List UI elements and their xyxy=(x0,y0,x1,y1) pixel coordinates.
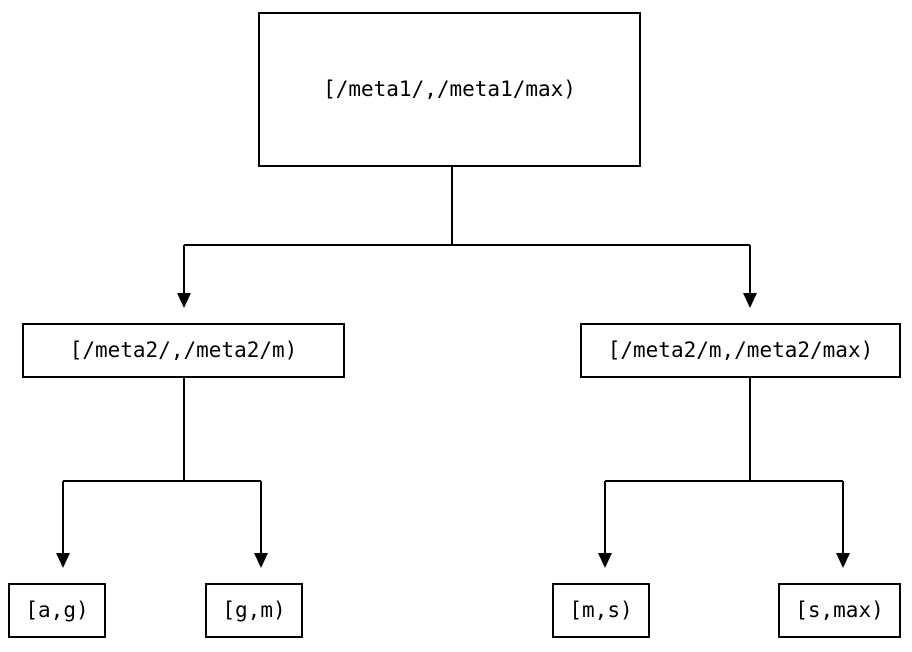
tree-node-leaf-ms[interactable]: [m,s) xyxy=(552,583,650,638)
arrowhead-mid-left-to-leaf-gm xyxy=(254,553,268,568)
tree-node-leaf-smax[interactable]: [s,max) xyxy=(778,583,901,638)
tree-node-root[interactable]: [/meta1/,/meta1/max) xyxy=(258,12,641,167)
tree-node-leaf-ag[interactable]: [a,g) xyxy=(8,583,106,638)
tree-node-mid-left[interactable]: [/meta2/,/meta2/m) xyxy=(22,323,345,378)
tree-node-leaf-ag-label: [a,g) xyxy=(25,598,89,622)
tree-node-leaf-smax-label: [s,max) xyxy=(795,598,884,622)
tree-node-mid-right[interactable]: [/meta2/m,/meta2/max) xyxy=(580,323,901,378)
tree-node-root-label: [/meta1/,/meta1/max) xyxy=(323,77,576,101)
tree-node-leaf-gm[interactable]: [g,m) xyxy=(205,583,303,638)
tree-node-leaf-ms-label: [m,s) xyxy=(569,598,633,622)
tree-node-mid-left-label: [/meta2/,/meta2/m) xyxy=(69,338,298,362)
tree-node-leaf-gm-label: [g,m) xyxy=(222,598,286,622)
arrowhead-mid-left-to-leaf-ag xyxy=(56,553,70,568)
arrowhead-mid-right-to-leaf-ms xyxy=(598,553,612,568)
arrowhead-root-to-mid-left xyxy=(177,293,191,308)
arrowhead-root-to-mid-right xyxy=(743,293,757,308)
tree-node-mid-right-label: [/meta2/m,/meta2/max) xyxy=(607,338,874,362)
arrowhead-mid-right-to-leaf-smax xyxy=(836,553,850,568)
